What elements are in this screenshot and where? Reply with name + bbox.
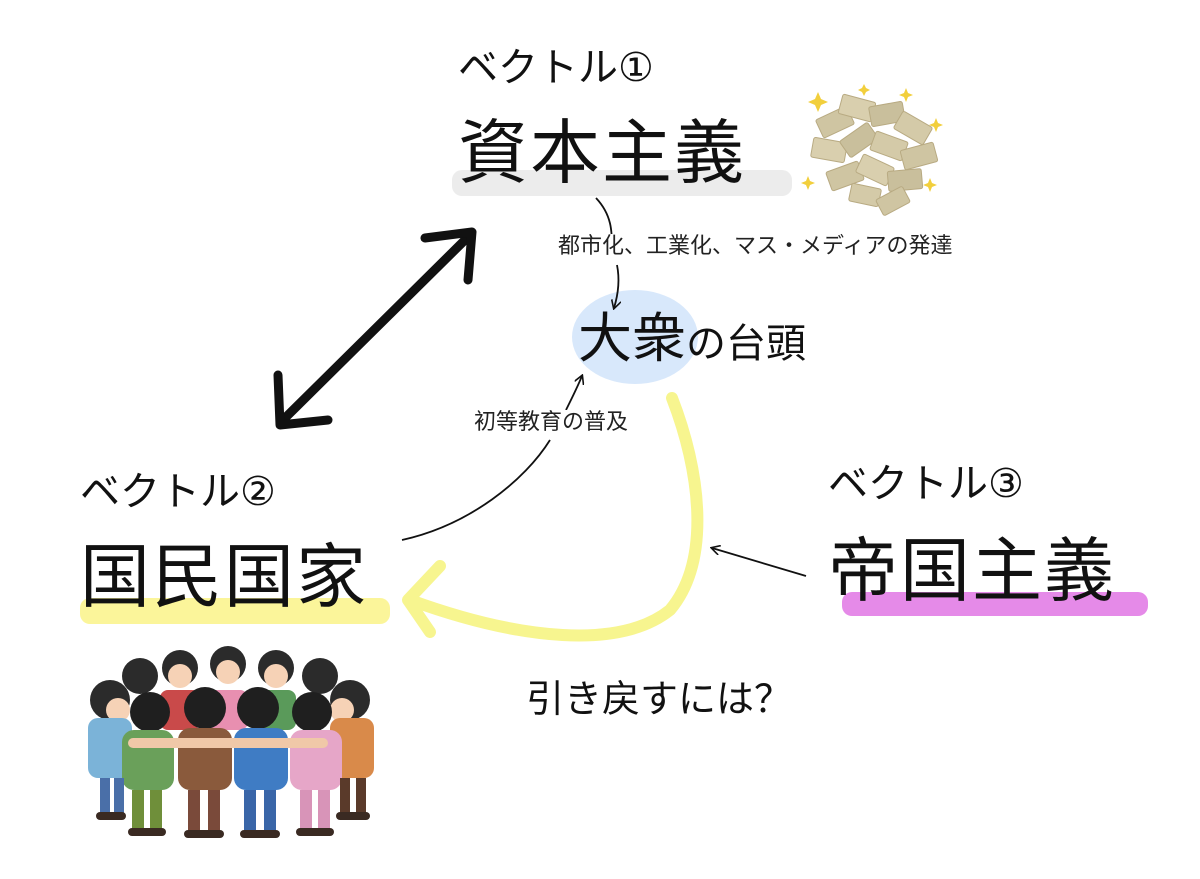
arrow-nation-to-masses	[401, 439, 551, 541]
masses-highlight-circle	[572, 290, 698, 384]
arrow-imperialism	[712, 548, 807, 577]
urbanization-note: 都市化、工業化、マス・メディアの発達	[558, 234, 953, 260]
double-arrow-capitalism-nation	[273, 227, 477, 430]
vector2-label: ベクトル②	[80, 469, 276, 515]
yellow-return-arrow	[402, 392, 704, 642]
nation-state-title: 国民国家	[80, 536, 368, 618]
vector1-label: ベクトル①	[458, 45, 654, 91]
capitalism-title: 資本主義	[458, 112, 746, 194]
capitalism-highlight	[452, 170, 792, 196]
vector3-label: ベクトル③	[828, 461, 1024, 507]
return-question: 引き戻すには？	[526, 677, 793, 721]
masses-rise-suffix: の台頭	[686, 321, 806, 367]
nation-state-highlight	[80, 598, 390, 624]
masses-rise-label: 大衆の台頭	[578, 312, 806, 366]
crowd-huddle-icon	[88, 646, 374, 838]
imperialism-title: 帝国主義	[828, 530, 1116, 612]
education-note: 初等教育の普及	[474, 410, 629, 436]
masses-word: 大衆	[578, 307, 686, 370]
money-pile-icon	[801, 84, 943, 216]
imperialism-highlight	[842, 592, 1148, 616]
